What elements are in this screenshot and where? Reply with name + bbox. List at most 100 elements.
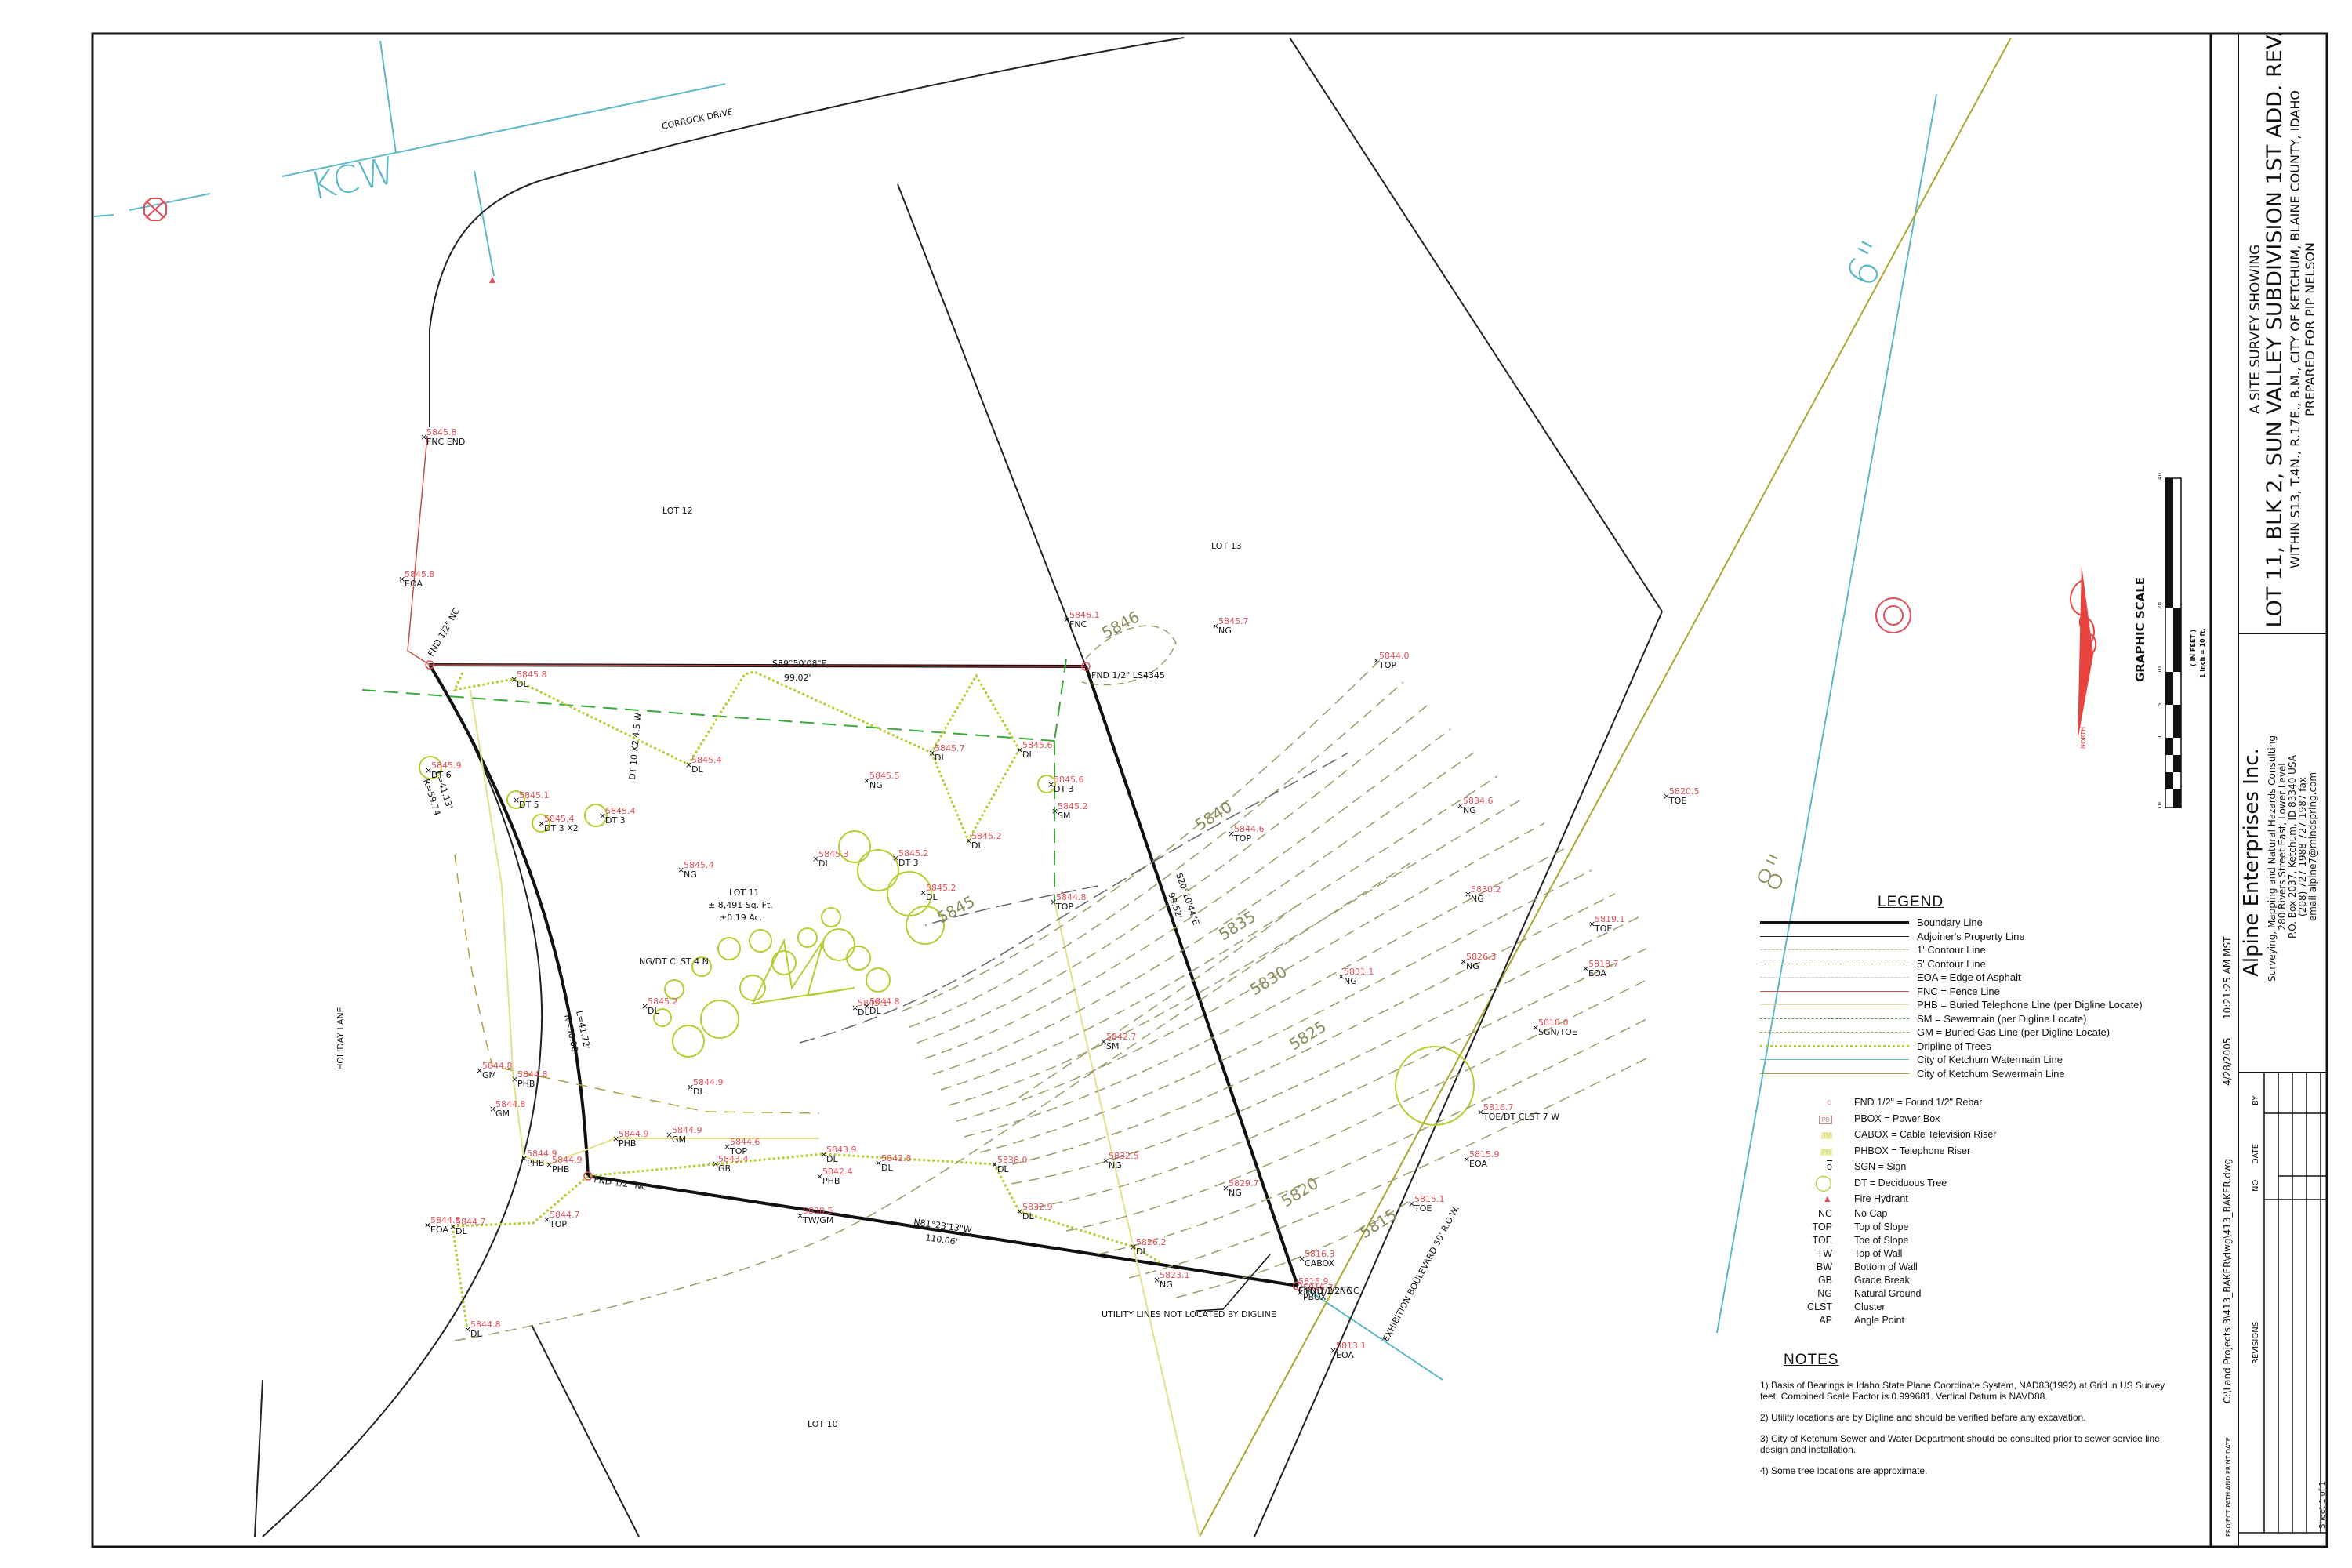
svg-text:×: ×	[1477, 1107, 1484, 1117]
svg-text:×: ×	[449, 1221, 456, 1232]
svg-text:×: ×	[677, 865, 684, 875]
monument-se-label: FND 1/2" NC	[1305, 1286, 1359, 1296]
svg-text:×: ×	[812, 854, 819, 864]
note-2: 2) Utility locations are by Digline and …	[1760, 1412, 2086, 1423]
svg-text:TOE: TOE	[1668, 796, 1686, 806]
svg-text:TW/GM: TW/GM	[802, 1215, 833, 1225]
svg-text:5834.6: 5834.6	[1463, 796, 1494, 806]
svg-text:5816.7: 5816.7	[1303, 1283, 1334, 1293]
svg-text:×: ×	[892, 853, 899, 863]
svg-text:×: ×	[425, 765, 432, 775]
svg-text:5845.8: 5845.8	[426, 427, 457, 437]
legend-line-item: 1' Contour Line	[1760, 943, 2199, 957]
lot-13-label: LOT 13	[1211, 541, 1242, 551]
svg-text:×: ×	[797, 1210, 804, 1221]
survey-point: ×5834.6NG	[1457, 796, 1494, 815]
legend-line-swatch	[1760, 990, 1909, 992]
svg-text:5815.9: 5815.9	[1469, 1149, 1500, 1160]
svg-text:TOP: TOP	[549, 1219, 567, 1229]
svg-text:5845.8: 5845.8	[517, 670, 547, 680]
svg-text:WITHIN S13, T.4N., R.17E., B.M: WITHIN S13, T.4N., R.17E., B.M., CITY OF…	[2288, 90, 2303, 568]
circle-icon: ○	[1826, 1097, 1832, 1109]
monument-ne-label: FND 1/2" LS4345	[1091, 670, 1165, 681]
survey-point: ×5845.1DT 5	[513, 790, 550, 810]
svg-text:TOP: TOP	[1378, 660, 1396, 670]
survey-point: ×5845.2DL	[641, 996, 678, 1016]
note-3: 3) City of Ketchum Sewer and Water Depar…	[1760, 1433, 2160, 1455]
svg-text:DL: DL	[1022, 750, 1034, 760]
notes: NOTES 1) Basis of Bearings is Idaho Stat…	[1760, 1352, 2183, 1486]
survey-point: ×5845.2DL	[965, 831, 1002, 851]
svg-text:×: ×	[1222, 1183, 1229, 1193]
svg-text:×: ×	[816, 1171, 823, 1181]
svg-text:TOP: TOP	[1055, 902, 1073, 912]
street-holiday-lane: HOLIDAY LANE	[336, 1007, 346, 1070]
svg-text:5844.8: 5844.8	[1056, 892, 1087, 902]
svg-text:×: ×	[510, 674, 517, 684]
svg-text:×: ×	[489, 1104, 496, 1114]
graphic-scale-units: ( IN FEET )	[2190, 630, 2197, 666]
svg-text:×: ×	[1298, 1254, 1305, 1264]
survey-point: ×5838.0DL	[991, 1155, 1028, 1174]
svg-text:DL: DL	[691, 764, 703, 775]
svg-text:BY: BY	[2252, 1095, 2260, 1105]
title-block: A SITE SURVEY SHOWING LOT 11, BLK 2, SUN…	[2248, 31, 2318, 628]
pbox-icon: PB	[1791, 1113, 1854, 1124]
svg-text:TOP: TOP	[1233, 833, 1251, 844]
svg-text:TOE/DT CLST 7 W: TOE/DT CLST 7 W	[1483, 1112, 1559, 1122]
svg-text:5845.9: 5845.9	[431, 760, 462, 771]
svg-text:×: ×	[1465, 889, 1472, 899]
svg-text:TOP: TOP	[729, 1146, 747, 1156]
svg-text:5844.9: 5844.9	[672, 1125, 702, 1135]
svg-text:GM: GM	[495, 1109, 510, 1119]
svg-text:5830.2: 5830.2	[1471, 884, 1501, 895]
svg-text:5845.3: 5845.3	[818, 849, 849, 859]
svg-text:20: 20	[2157, 602, 2163, 609]
survey-point: ×5842.8DL	[875, 1153, 912, 1173]
survey-point: ×5845.7NG	[1212, 616, 1249, 636]
svg-text:5818.7: 5818.7	[1588, 959, 1619, 969]
note-4: 4) Some tree locations are approximate.	[1760, 1465, 1928, 1476]
survey-point: ×5845.6DL	[1016, 740, 1053, 760]
svg-text:×: ×	[820, 1149, 827, 1160]
contour-lines	[454, 659, 1647, 1341]
distance-south: 110.06'	[925, 1232, 959, 1247]
svg-text:DL: DL	[997, 1164, 1009, 1174]
svg-text:×: ×	[641, 1001, 648, 1011]
svg-text:EOA: EOA	[1588, 968, 1606, 978]
survey-point: ×5845.4DL	[685, 755, 722, 775]
svg-text:DL: DL	[818, 858, 830, 869]
note-1: 1) Basis of Bearings is Idaho State Plan…	[1760, 1380, 2165, 1402]
svg-text:5845.6: 5845.6	[1022, 740, 1053, 750]
legend-line-swatch	[1760, 1018, 1909, 1019]
svg-text:5830: 5830	[1247, 962, 1290, 999]
svg-text:5845.4: 5845.4	[684, 860, 714, 870]
svg-text:×: ×	[920, 887, 927, 898]
svg-text:×: ×	[1338, 971, 1345, 982]
svg-text:×: ×	[863, 1001, 870, 1011]
svg-text:×: ×	[1153, 1275, 1160, 1285]
svg-text:5829.7: 5829.7	[1229, 1178, 1259, 1189]
svg-text:×: ×	[685, 760, 692, 770]
svg-text:5815.1: 5815.1	[1414, 1194, 1445, 1204]
svg-text:email alpine7@mindspring.com: email alpine7@mindspring.com	[2307, 772, 2318, 921]
svg-text:5846.1: 5846.1	[1069, 610, 1100, 620]
svg-text:5819.1: 5819.1	[1595, 914, 1625, 924]
svg-text:×: ×	[1228, 829, 1235, 839]
svg-text:DL: DL	[935, 753, 946, 763]
svg-text:5838.5: 5838.5	[803, 1206, 833, 1216]
svg-text:5815.9: 5815.9	[1298, 1276, 1329, 1287]
svg-text:5844.8: 5844.8	[470, 1319, 501, 1330]
svg-text:REVISIONS: REVISIONS	[2252, 1322, 2260, 1364]
legend-line-swatch	[1760, 977, 1909, 978]
graphic-scale-ratio: 1 inch = 10 ft.	[2199, 628, 2206, 678]
